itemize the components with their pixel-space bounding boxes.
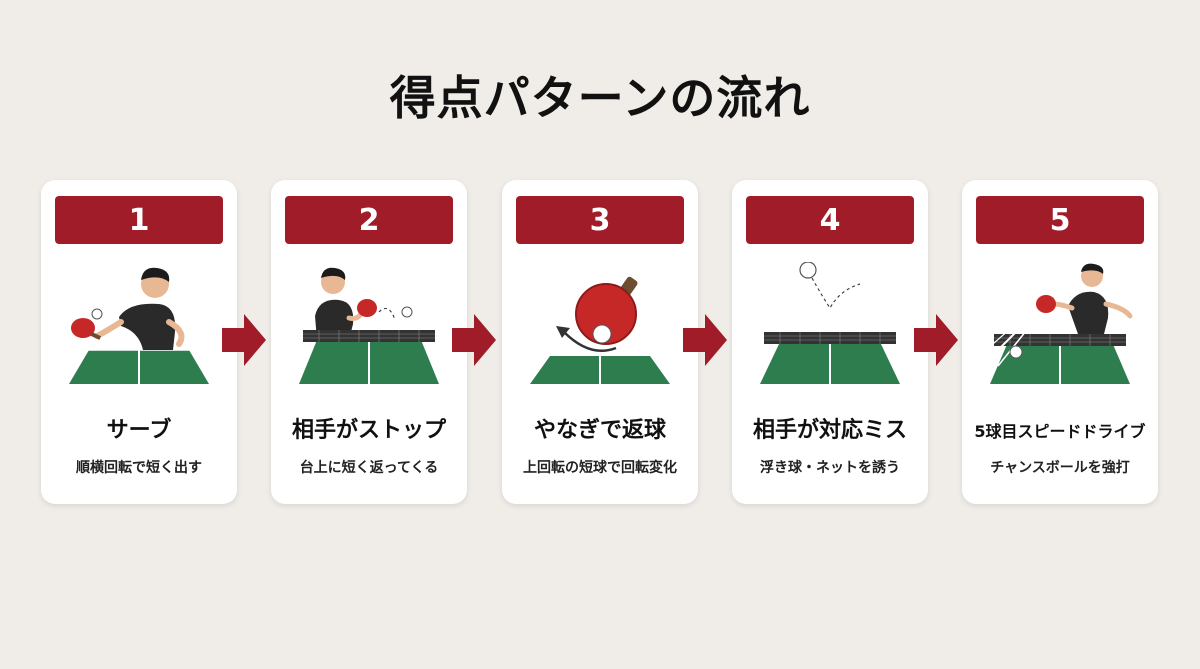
step-card-3: 3 やなぎで返球 上回転の短球で回転変化 bbox=[502, 180, 698, 504]
step-card-1: 1 サーブ 順横回転で短く出す bbox=[41, 180, 237, 504]
stop-return-icon bbox=[299, 267, 439, 384]
step-description: 台上に短く返ってくる bbox=[299, 460, 439, 476]
step-heading: 5球目スピードドライブ bbox=[974, 422, 1146, 441]
speed-drive-icon bbox=[985, 263, 1133, 384]
step-number-badge: 5 bbox=[976, 196, 1144, 244]
step-heading: 相手が対応ミス bbox=[752, 418, 907, 443]
step-number-badge: 1 bbox=[55, 196, 223, 244]
step-description: 順横回転で短く出す bbox=[76, 460, 202, 476]
arrow-right-icon bbox=[683, 314, 727, 366]
step-heading: サーブ bbox=[106, 418, 172, 443]
page-title: 得点パターンの流れ bbox=[389, 71, 811, 125]
arrow-right-icon bbox=[452, 314, 496, 366]
arrow-right-icon bbox=[222, 314, 266, 366]
step-number-badge: 4 bbox=[746, 196, 914, 244]
step-heading: やなぎで返球 bbox=[533, 418, 666, 443]
step-heading: 相手がストップ bbox=[291, 418, 446, 443]
step-card-4: 4 相手が対応ミス 浮き球・ネットを誘う bbox=[732, 180, 928, 504]
floating-ball-icon bbox=[760, 262, 900, 384]
arrow-right-icon bbox=[914, 314, 958, 366]
step-card-5: 5 5球目スピードドライブ チャンスボールを強打 bbox=[962, 180, 1158, 504]
step-description: チャンスボールを強打 bbox=[990, 460, 1130, 476]
step-number-badge: 2 bbox=[285, 196, 453, 244]
step-number-badge: 3 bbox=[516, 196, 684, 244]
step-description: 上回転の短球で回転変化 bbox=[523, 460, 677, 476]
paddle-spin-icon bbox=[530, 276, 670, 384]
step-description: 浮き球・ネットを誘う bbox=[760, 460, 900, 476]
server-player-icon bbox=[69, 267, 209, 384]
step-card-2: 2 相手がストップ 台上に短く返ってくる bbox=[271, 180, 467, 504]
